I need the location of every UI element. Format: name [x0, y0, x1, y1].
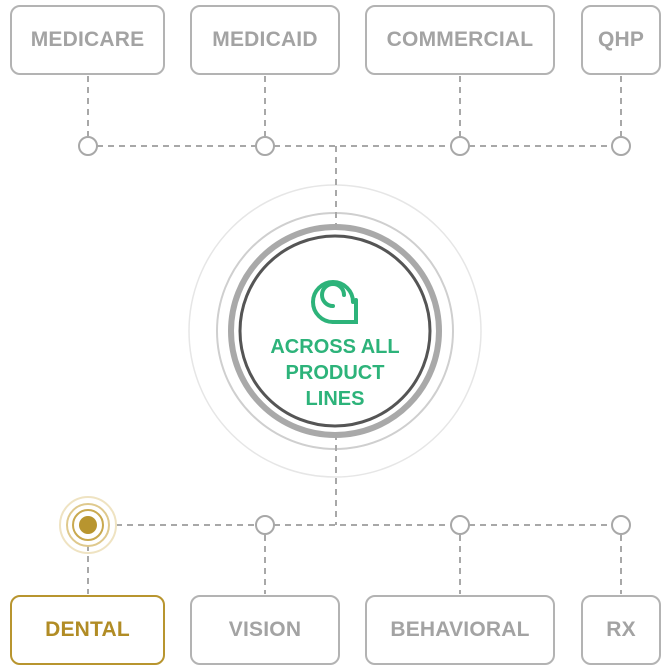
node-behavioral: [450, 515, 470, 535]
center-label-line-1: ACROSS ALL: [270, 336, 400, 358]
commercial-button[interactable]: COMMERCIAL: [365, 5, 555, 75]
node-rx: [611, 515, 631, 535]
top-connectors: [87, 76, 622, 229]
node-dental-active: [79, 516, 97, 534]
bottom-connectors: [87, 434, 622, 594]
behavioral-button[interactable]: BEHAVIORAL: [365, 595, 555, 665]
center-label-line-3: LINES: [305, 388, 365, 410]
inner-ring-dark: [238, 234, 432, 428]
center-label: ACROSS ALL PRODUCT LINES: [240, 334, 430, 412]
qhp-button[interactable]: QHP: [581, 5, 661, 75]
node-medicaid: [255, 136, 275, 156]
node-qhp: [611, 136, 631, 156]
node-commercial: [450, 136, 470, 156]
dental-button[interactable]: DENTAL: [10, 595, 165, 665]
q-logo-icon: [311, 280, 358, 324]
node-vision: [255, 515, 275, 535]
node-medicare: [78, 136, 98, 156]
rx-button[interactable]: RX: [581, 595, 661, 665]
node-dental-halo-mid: [66, 503, 110, 547]
node-dental-halo-outer: [59, 496, 117, 554]
center-label-line-2: PRODUCT: [285, 362, 385, 384]
medicaid-button[interactable]: MEDICAID: [190, 5, 340, 75]
vision-button[interactable]: VISION: [190, 595, 340, 665]
medicare-button[interactable]: MEDICARE: [10, 5, 165, 75]
